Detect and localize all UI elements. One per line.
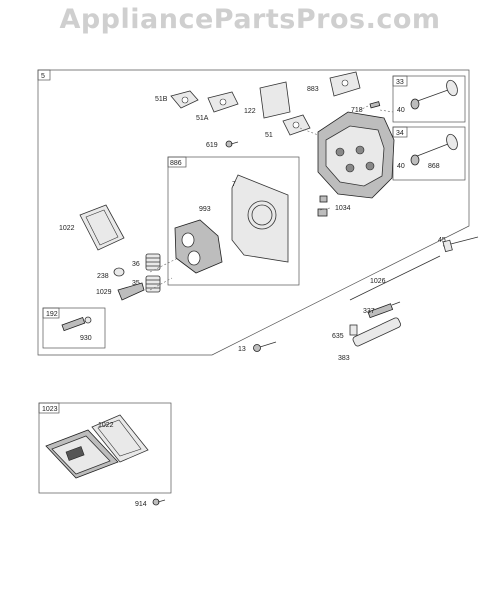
cap-238-part[interactable] xyxy=(113,267,125,277)
push-rod-45-part[interactable] xyxy=(442,236,479,253)
part-383-label: 383 xyxy=(338,355,350,362)
gasket-51b-part[interactable] xyxy=(170,90,199,109)
part-619-label: 619 xyxy=(206,142,218,149)
part-337-label: 337 xyxy=(363,308,375,315)
cover-kit-label: 1023 xyxy=(42,406,58,413)
intake-valve-part[interactable] xyxy=(410,79,459,110)
part-7-label: 7 xyxy=(232,181,236,188)
part-883-label: 883 xyxy=(307,86,319,93)
part-45-label: 45 xyxy=(438,237,446,244)
valve-33-label: 33 xyxy=(396,79,404,86)
part-1034-label: 1034 xyxy=(335,205,351,212)
spark-plug-337-part[interactable] xyxy=(367,301,401,319)
part-1026-label: 1026 xyxy=(370,278,386,285)
gasket-set-box xyxy=(167,156,300,286)
valve-34-tag xyxy=(392,126,408,138)
part-122-label: 122 xyxy=(244,108,256,115)
cover-gasket-1022-part[interactable] xyxy=(79,204,125,251)
tube-383-part[interactable] xyxy=(352,317,402,347)
part-51a-label: 51A xyxy=(196,115,209,122)
rocker-1029-part[interactable] xyxy=(117,282,145,301)
gasket-51a-part[interactable] xyxy=(207,91,239,113)
breather-fitting-part[interactable] xyxy=(61,316,92,332)
part-1029-label: 1029 xyxy=(96,289,112,296)
fitting-label: 192 xyxy=(46,311,58,318)
part-40-label-b: 40 xyxy=(397,163,405,170)
main-group-outline xyxy=(37,69,470,356)
valve-33-tag xyxy=(392,75,408,87)
insulator-122-part[interactable] xyxy=(259,81,291,119)
bolt-13-part[interactable] xyxy=(253,341,277,352)
part-238-label: 238 xyxy=(97,273,109,280)
push-rod-1026-part[interactable] xyxy=(349,255,441,301)
gasket-51-part[interactable] xyxy=(282,114,311,136)
gasket-set-tag xyxy=(167,156,187,168)
screw-619-part[interactable] xyxy=(225,140,239,148)
part-1022-label-a: 1022 xyxy=(59,225,75,232)
valve-33-box xyxy=(392,75,466,123)
part-1022-label-b: 1022 xyxy=(98,422,114,429)
fitting-tag xyxy=(42,307,60,319)
connector-635-part[interactable] xyxy=(349,324,358,336)
gasket-set-label: 886 xyxy=(170,160,182,167)
head-gasket-part[interactable] xyxy=(231,174,289,263)
part-868-label: 868 xyxy=(428,163,440,170)
cylinder-head-part[interactable] xyxy=(317,111,395,199)
watermark-logo: AppliancePartsPros.com xyxy=(59,4,441,35)
part-635-label: 635 xyxy=(332,333,344,340)
valve-spring-35-part[interactable] xyxy=(145,275,161,293)
part-718-label: 718 xyxy=(351,107,363,114)
valve-spring-36-part[interactable] xyxy=(145,253,161,271)
part-51b-label: 51B xyxy=(155,96,168,103)
part-1034-piece[interactable] xyxy=(317,195,328,217)
part-40-label-a: 40 xyxy=(397,107,405,114)
valve-cover-part[interactable] xyxy=(45,429,119,479)
valve-34-label: 34 xyxy=(396,130,404,137)
part-914-label: 914 xyxy=(135,501,147,508)
fitting-box xyxy=(42,307,106,349)
manifold-883-part[interactable] xyxy=(329,71,361,97)
part-993-label: 993 xyxy=(199,206,211,213)
part-51-label: 51 xyxy=(265,132,273,139)
part-13-label: 13 xyxy=(238,346,246,353)
pin-718-part[interactable] xyxy=(369,101,381,109)
cover-kit-box xyxy=(38,402,172,494)
exhaust-valve-part[interactable] xyxy=(410,133,459,166)
main-group-tag xyxy=(37,69,51,81)
screw-914-part[interactable] xyxy=(152,498,166,506)
valve-34-box xyxy=(392,126,466,181)
cover-kit-tag xyxy=(38,402,60,414)
valve-cover-gasket-part[interactable] xyxy=(174,219,223,274)
main-group-label: 5 xyxy=(41,73,45,80)
part-930-label: 930 xyxy=(80,335,92,342)
part-35-label: 35 xyxy=(132,280,140,287)
part-36-label: 36 xyxy=(132,261,140,268)
cover-gasket-1022-kit-part[interactable] xyxy=(91,414,149,463)
